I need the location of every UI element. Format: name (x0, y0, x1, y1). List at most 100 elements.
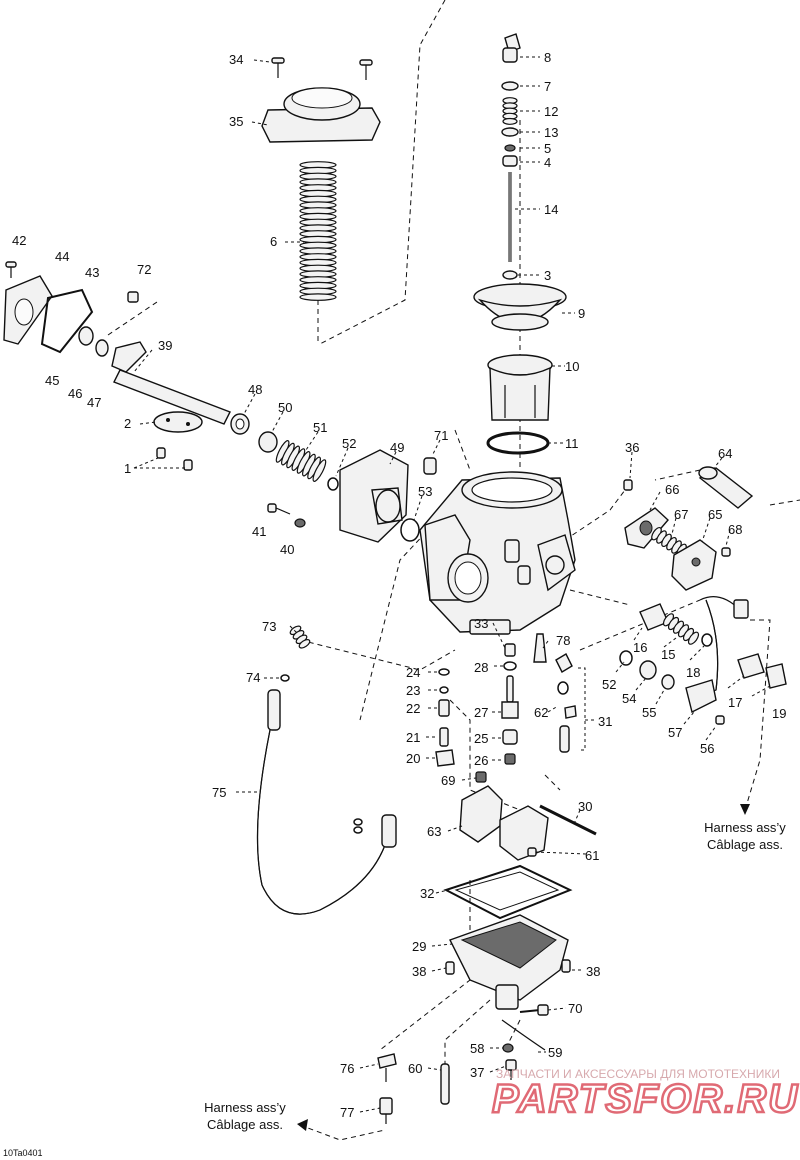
callout-15: 15 (661, 647, 675, 662)
callout-34: 34 (229, 52, 243, 67)
washers-52b-54-55 (619, 650, 675, 690)
spring-73 (289, 625, 311, 649)
callout-49: 49 (390, 440, 404, 455)
cable-17-19 (689, 596, 787, 701)
cover-66 (624, 507, 669, 549)
throttle-shaft-39 (113, 369, 231, 425)
harness-right-line1: Harness ass’y (704, 820, 786, 835)
gasket-43 (40, 288, 94, 354)
needle-78 (533, 633, 547, 663)
callout-52a: 52 (342, 436, 356, 451)
harness-note-left: Harness ass’y Câblage ass. (204, 1100, 286, 1132)
callout-67: 67 (674, 507, 688, 522)
screw-36 (623, 479, 633, 491)
callout-62: 62 (534, 705, 548, 720)
watermark: ЗАПЧАСТИ И АКСЕССУАРЫ ДЛЯ МОТОТЕХНИКИ PA… (491, 1067, 799, 1122)
callout-64: 64 (718, 446, 732, 461)
seal-45-46 (78, 326, 109, 357)
callout-39: 39 (158, 338, 172, 353)
callout-53: 53 (418, 484, 432, 499)
float-needle-31 (555, 653, 577, 753)
callout-75: 75 (212, 785, 226, 800)
callout-55: 55 (642, 705, 656, 720)
plunger-16 (639, 603, 669, 631)
callout-28: 28 (474, 660, 488, 675)
slide-10 (487, 354, 553, 421)
callout-41: 41 (252, 524, 266, 539)
screws-1 (156, 447, 193, 471)
callout-13: 13 (544, 125, 558, 140)
small-parts-21-24 (435, 668, 487, 783)
harness-left-line1: Harness ass’y (204, 1100, 286, 1115)
callout-50: 50 (278, 400, 292, 415)
callout-31: 31 (598, 714, 612, 729)
callout-labels: 34 35 6 8 7 12 13 5 4 14 3 9 10 11 42 44… (12, 50, 786, 1120)
callout-71: 71 (434, 428, 448, 443)
cap-71 (423, 457, 437, 475)
callout-26: 26 (474, 753, 488, 768)
callout-47: 47 (87, 395, 101, 410)
callout-44: 44 (55, 249, 69, 264)
o-ring-52a (327, 477, 339, 491)
callout-16: 16 (633, 640, 647, 655)
throttle-plate-2 (153, 411, 203, 433)
watermark-brand: PARTSFOR.RU (492, 1077, 799, 1121)
callout-1: 1 (124, 461, 131, 476)
callout-65: 65 (708, 507, 722, 522)
callout-2: 2 (124, 416, 131, 431)
callout-48: 48 (248, 382, 262, 397)
diaphragm-9 (473, 283, 567, 331)
lever-47 (111, 341, 147, 373)
screw-72 (127, 291, 139, 303)
callout-27: 27 (474, 705, 488, 720)
callout-57: 57 (668, 725, 682, 740)
screws-41-40 (267, 503, 306, 528)
callout-20: 20 (406, 751, 420, 766)
callout-25: 25 (474, 731, 488, 746)
o-ring-11 (486, 431, 550, 455)
callout-11: 11 (565, 436, 579, 451)
callout-19: 19 (772, 706, 786, 721)
callout-68: 68 (728, 522, 742, 537)
callout-38b: 38 (586, 964, 600, 979)
harness-left-line2: Câblage ass. (207, 1117, 283, 1132)
callout-6: 6 (270, 234, 277, 249)
callout-69: 69 (441, 773, 455, 788)
float-bowl-29 (449, 914, 569, 1010)
callout-22: 22 (406, 701, 420, 716)
throttle-cable-75 (256, 674, 397, 915)
throttle-housing-49 (339, 449, 409, 543)
callout-10: 10 (565, 359, 579, 374)
callout-33: 33 (474, 616, 488, 631)
callout-12: 12 (544, 104, 558, 119)
figure-code: 10Ta0401 (3, 1148, 43, 1158)
callout-59: 59 (548, 1045, 562, 1060)
callout-73: 73 (262, 619, 276, 634)
callout-70: 70 (568, 1001, 582, 1016)
callout-78: 78 (556, 633, 570, 648)
screw-61 (527, 847, 537, 857)
callout-17: 17 (728, 695, 742, 710)
callout-54: 54 (622, 691, 636, 706)
main-spring-6 (299, 161, 337, 301)
callout-4: 4 (544, 155, 551, 170)
washer-48 (230, 413, 250, 435)
callout-38a: 38 (412, 964, 426, 979)
callout-40: 40 (280, 542, 294, 557)
spring-15 (662, 613, 700, 645)
float-pin-30 (539, 804, 597, 836)
callout-60: 60 (408, 1061, 422, 1076)
callout-37: 37 (470, 1065, 484, 1080)
callout-66: 66 (665, 482, 679, 497)
watermark-subtitle: ЗАПЧАСТИ И АКСЕССУАРЫ ДЛЯ МОТОТЕХНИКИ (496, 1067, 780, 1081)
callout-9: 9 (578, 306, 585, 321)
o-ring-53 (400, 518, 420, 542)
callout-42: 42 (12, 233, 26, 248)
screw-70 (519, 1004, 549, 1016)
callout-77: 77 (340, 1105, 354, 1120)
callout-52b: 52 (602, 677, 616, 692)
spring-67 (651, 526, 687, 558)
callout-72: 72 (137, 262, 151, 277)
drain-58-59 (501, 1019, 546, 1080)
